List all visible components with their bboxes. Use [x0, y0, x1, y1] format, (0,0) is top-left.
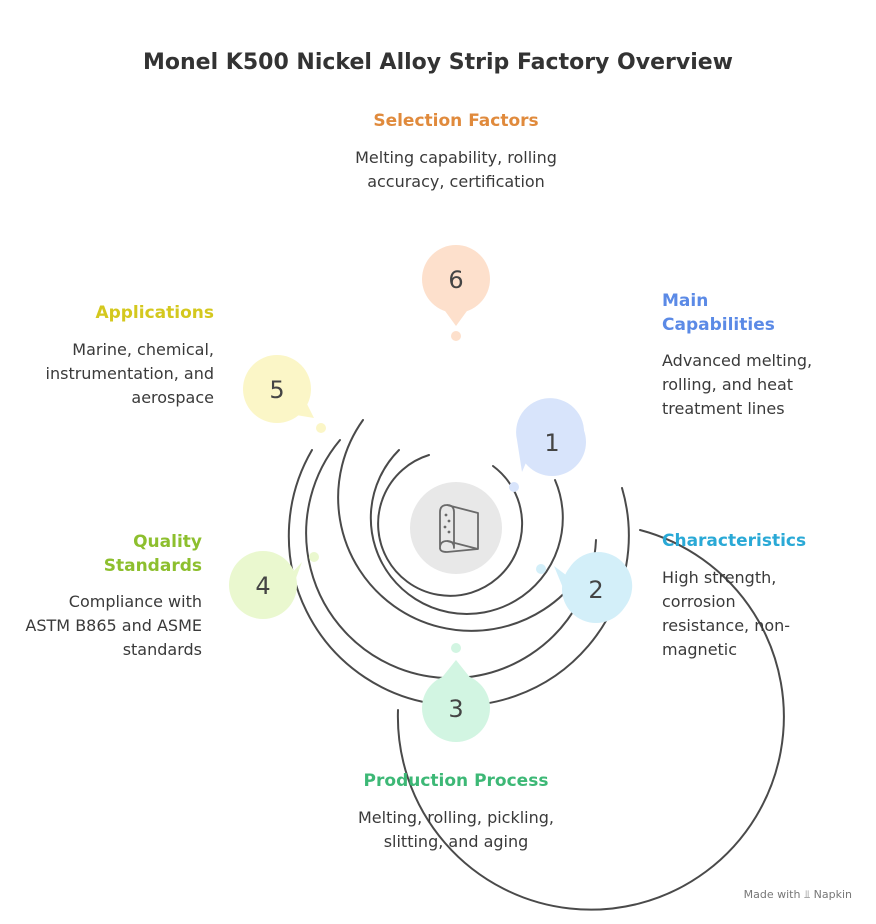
label-applications: Applications — [95, 303, 214, 323]
desc-production-process: Melting, rolling, pickling, slitting, an… — [357, 808, 555, 851]
desc-applications: Marine, chemical, instrumentation, and a… — [45, 340, 214, 407]
marker-number-1: 1 — [544, 429, 559, 457]
connector-dot-5 — [316, 423, 326, 433]
label-selection-factors: Selection Factors — [373, 111, 539, 131]
marker-number-4: 4 — [255, 572, 270, 600]
ring-2 — [369, 449, 564, 615]
marker-3: 3 — [422, 660, 490, 742]
marker-number-3: 3 — [448, 695, 463, 723]
desc-characteristics: High strength, corrosion resistance, non… — [662, 568, 791, 659]
napkin-logo-icon: ⫫ — [803, 888, 811, 901]
marker-number-6: 6 — [448, 266, 463, 294]
connector-dot-4 — [309, 552, 319, 562]
ring-4 — [305, 439, 597, 680]
marker-1: 1 — [516, 398, 586, 476]
connector-dot-6 — [451, 331, 461, 341]
connector-dot-3 — [451, 643, 461, 653]
ring-1 — [377, 454, 524, 597]
label-main-capabilities: Main Capabilities — [662, 291, 775, 335]
marker-5: 5 — [243, 355, 314, 423]
label-quality-standards: Quality Standards — [103, 532, 202, 576]
desc-main-capabilities: Advanced melting, rolling, and heat trea… — [662, 351, 813, 418]
connector-dot-2 — [536, 564, 546, 574]
marker-6: 6 — [422, 245, 490, 326]
page-title: Monel K500 Nickel Alloy Strip Factory Ov… — [142, 50, 733, 75]
ring-6 — [396, 529, 785, 911]
label-characteristics: Characteristics — [662, 531, 807, 551]
marker-4: 4 — [229, 551, 302, 619]
desc-selection-factors: Melting capability, rolling accuracy, ce… — [355, 148, 557, 191]
footer-credit: Made with ⫫ Napkin — [743, 888, 852, 901]
label-production-process: Production Process — [363, 771, 549, 791]
scroll-icon — [410, 482, 502, 574]
marker-number-5: 5 — [269, 376, 284, 404]
desc-quality-standards: Compliance with ASTM B865 and ASME stand… — [25, 592, 202, 659]
marker-2: 2 — [554, 551, 633, 623]
ring-3 — [337, 419, 581, 632]
marker-number-2: 2 — [588, 576, 603, 604]
connector-dot-1 — [509, 482, 519, 492]
